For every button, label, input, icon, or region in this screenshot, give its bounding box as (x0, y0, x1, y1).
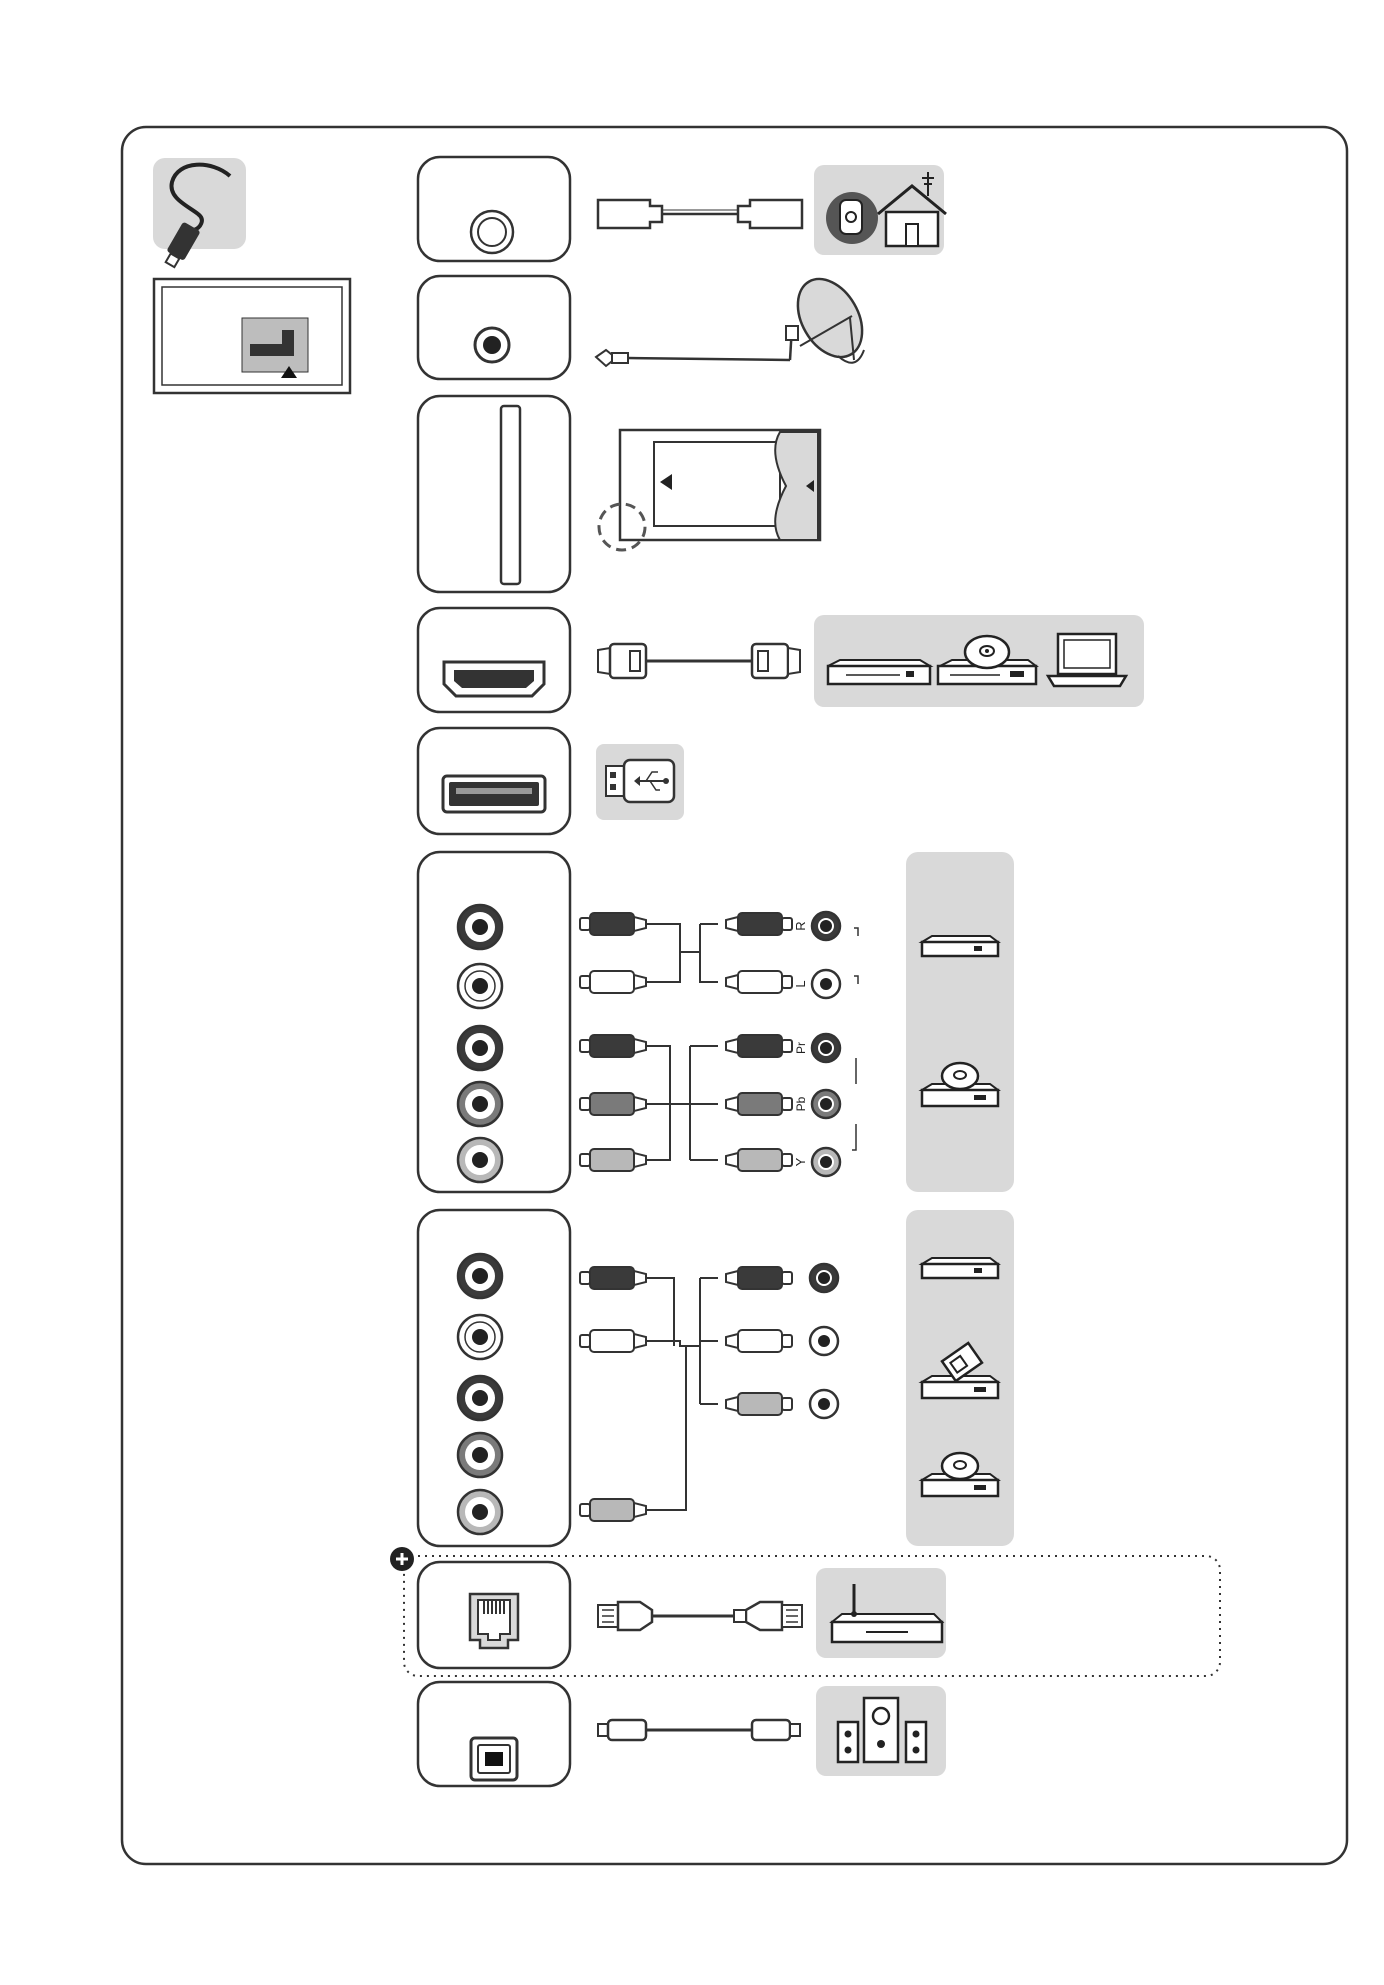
av-device-jacks (810, 1264, 838, 1418)
component-jacks-icon (418, 852, 570, 1192)
laptop-icon (1048, 634, 1126, 686)
optical-port-icon (418, 1682, 570, 1786)
label-video-pr: Pr (794, 1042, 808, 1054)
tv-back-panel-icon (154, 279, 350, 393)
ci-module-icon (599, 430, 820, 550)
set-top-box-icon (828, 660, 930, 684)
satellite-jack-icon (418, 276, 570, 379)
label-video-pb: Pb (794, 1096, 808, 1111)
label-audio-l: L (793, 980, 808, 987)
antenna-house-icon (814, 165, 946, 255)
plus-icon (390, 1547, 414, 1571)
set-top-box-icon (922, 936, 998, 956)
antenna-jack-icon (418, 157, 570, 261)
av-jacks-icon (418, 1210, 570, 1546)
label-video-y: Y (793, 1157, 808, 1166)
component-devices-panel (906, 852, 1014, 1192)
router-icon (816, 1568, 946, 1658)
set-top-box-icon (922, 1258, 998, 1278)
speakers-icon (816, 1686, 946, 1776)
usb-stick-icon (596, 744, 684, 820)
usb-port-icon (418, 728, 570, 834)
lan-port-icon (418, 1562, 570, 1668)
hdmi-port-icon (418, 608, 570, 712)
label-audio-r: R (793, 921, 808, 930)
ci-slot-icon (418, 396, 570, 592)
